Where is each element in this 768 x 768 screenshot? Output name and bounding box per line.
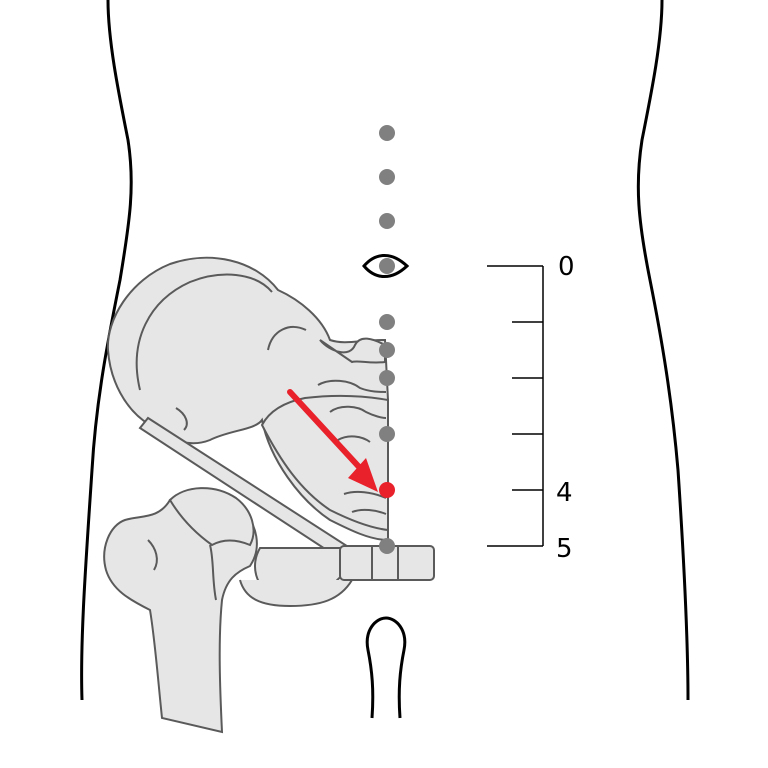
femur-head (168, 487, 255, 547)
scale-label-5: 5 (556, 534, 573, 564)
measurement-scale (487, 265, 544, 547)
acupoint-below-2 (379, 342, 395, 358)
acupoint-below-6 (379, 538, 395, 554)
navel-icon (362, 254, 410, 278)
scale-label-4: 4 (556, 478, 573, 508)
pubic-bone (239, 545, 435, 608)
acupoint-below-3 (379, 370, 395, 386)
scale-label-0: 0 (558, 252, 575, 282)
torso-right-outline (636, 0, 690, 701)
acupoint-highlighted (379, 482, 395, 498)
ilium-crest-line (135, 273, 273, 391)
acupoint-below-1 (379, 314, 395, 330)
acupoint-above-1 (379, 125, 395, 141)
acupoint-above-2 (379, 169, 395, 185)
ilium-detail-2 (175, 407, 188, 431)
sacrum-bone (260, 337, 389, 532)
acupoint-series (379, 125, 395, 554)
navel-point (379, 258, 395, 274)
femur-detail-1 (209, 544, 217, 601)
direction-arrow (287, 389, 378, 492)
acupoint-above-3 (379, 213, 395, 229)
acupoint-below-4 (379, 426, 395, 442)
genital-outline (365, 616, 407, 719)
ilium-detail-1 (267, 325, 307, 351)
femur-detail-2 (147, 539, 158, 571)
torso-left-outline (80, 0, 133, 701)
